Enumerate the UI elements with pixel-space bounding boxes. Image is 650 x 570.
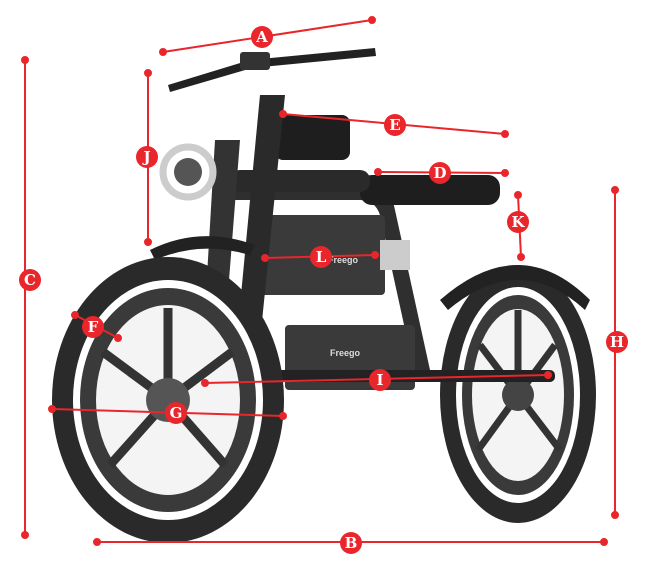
label-j: J [136, 146, 158, 168]
battery-brand-upper: Freego [328, 255, 359, 265]
seat [360, 175, 500, 205]
battery-brand-lower: Freego [330, 348, 361, 358]
rear-wheel [440, 265, 596, 523]
label-k: K [507, 211, 529, 233]
headlight [159, 143, 217, 201]
handlebar [168, 48, 376, 92]
label-a: A [251, 26, 273, 48]
label-l: L [310, 246, 332, 268]
label-f: F [82, 316, 104, 338]
label-d: D [429, 162, 451, 184]
front-wheel [52, 257, 284, 543]
label-g: G [165, 402, 187, 424]
label-b: B [340, 532, 362, 554]
label-h: H [606, 331, 628, 353]
label-c: C [19, 269, 41, 291]
label-e: E [384, 114, 406, 136]
top-bag [275, 115, 350, 160]
front-fender [150, 236, 255, 260]
label-i: I [369, 369, 391, 391]
